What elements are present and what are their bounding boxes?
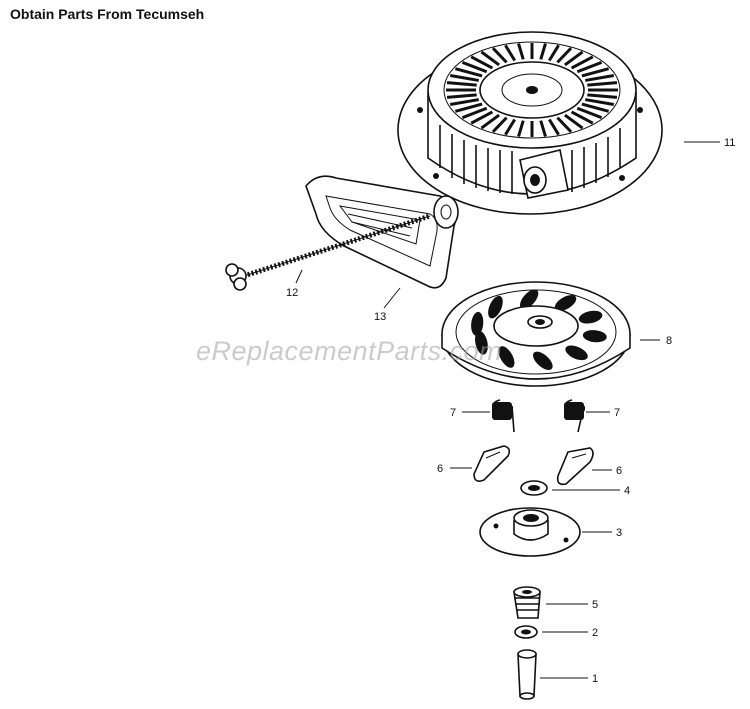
vent-slot — [564, 113, 584, 130]
pulley-spoke-window — [475, 331, 488, 355]
vent-slot — [548, 44, 560, 62]
starter-housing-part-11[interactable] — [397, 31, 663, 215]
vent-slot — [491, 116, 508, 133]
vent-slot — [480, 50, 500, 67]
washer-part-2[interactable] — [514, 625, 538, 639]
watermark: eReplacementParts.com — [196, 336, 503, 366]
vent-slot — [480, 113, 500, 130]
pulley-spoke-window — [533, 351, 553, 370]
starter-dog-right-part-6[interactable] — [556, 447, 594, 486]
pulley-spoke-window — [582, 330, 607, 343]
starter-rope-part-12[interactable] — [225, 213, 431, 291]
callout-13[interactable]: 13 — [374, 311, 386, 323]
pulley-spoke-window — [498, 346, 515, 368]
callout-leaders — [295, 141, 720, 679]
starter-pulley-part-8[interactable] — [441, 281, 631, 387]
starter-dog-left-part-6[interactable] — [473, 445, 511, 482]
vent-slot — [587, 93, 618, 99]
brake-spring-part-5[interactable] — [513, 586, 541, 619]
housing-top-vents — [446, 43, 618, 137]
pulley-spoke-window — [471, 311, 484, 336]
vent-slot — [446, 93, 477, 99]
vent-slot — [539, 43, 547, 60]
callout-1[interactable]: 1 — [592, 673, 598, 685]
callout-8[interactable]: 8 — [666, 335, 672, 347]
vent-slot — [585, 73, 615, 82]
vent-slot — [517, 120, 525, 137]
vent-slot — [556, 47, 573, 64]
vent-slot — [470, 110, 494, 125]
spring-right-part-7[interactable] — [564, 399, 586, 433]
vent-slot — [576, 60, 603, 74]
pulley-spoke-window — [565, 345, 588, 361]
vent-slot — [470, 55, 494, 70]
vent-slot — [564, 50, 584, 67]
vent-slot — [504, 44, 516, 62]
callout-7-right[interactable]: 7 — [614, 407, 620, 419]
vent-slot — [548, 118, 560, 136]
callout-6-left[interactable]: 6 — [437, 463, 443, 475]
vent-slot — [449, 98, 479, 107]
vent-slot — [517, 43, 525, 60]
callout-5[interactable]: 5 — [592, 599, 598, 611]
spring-left-part-7[interactable] — [492, 399, 515, 433]
vent-slot — [454, 67, 483, 78]
vent-slot — [587, 81, 618, 87]
center-pin-part-1[interactable] — [517, 649, 537, 700]
vent-slot — [446, 81, 477, 87]
pulley-spoke-window — [578, 310, 603, 324]
vent-slot — [570, 55, 594, 70]
vent-slot — [461, 106, 488, 120]
callout-2[interactable]: 2 — [592, 627, 598, 639]
vent-slot — [570, 110, 594, 125]
vent-slot — [576, 106, 603, 120]
vent-slot — [491, 47, 508, 64]
callout-11[interactable]: 11 — [724, 137, 735, 149]
vent-slot — [581, 102, 610, 113]
vent-slot — [504, 118, 516, 136]
vent-slot — [449, 73, 479, 82]
vent-slot — [454, 102, 483, 113]
pulley-spoke-window — [554, 295, 577, 311]
vent-slot — [556, 116, 573, 133]
retainer-part-3[interactable] — [479, 507, 581, 557]
pulley-spoke-window — [520, 289, 539, 310]
callout-7-left[interactable]: 7 — [450, 407, 456, 419]
vent-slot — [585, 98, 615, 107]
vent-slot — [581, 67, 610, 78]
callout-12[interactable]: 12 — [286, 287, 298, 299]
pulley-spokes — [471, 289, 607, 370]
pulley-spoke-window — [488, 295, 503, 319]
callout-3[interactable]: 3 — [616, 527, 622, 539]
vent-slot — [539, 120, 547, 137]
washer-part-4[interactable] — [520, 480, 548, 496]
callout-6-right[interactable]: 6 — [616, 465, 622, 477]
callout-4[interactable]: 4 — [624, 485, 630, 497]
housing-louvers — [439, 125, 621, 194]
page-title: Obtain Parts From Tecumseh — [10, 6, 205, 22]
vent-slot — [461, 60, 488, 74]
